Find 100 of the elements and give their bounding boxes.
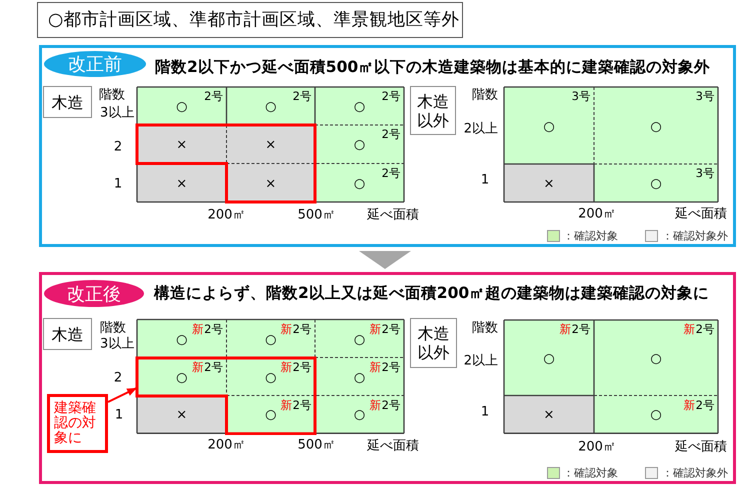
- tick-label: 200㎡: [208, 208, 246, 222]
- grid-cell: [137, 320, 226, 358]
- circle-symbol: ○: [354, 332, 366, 348]
- axis-title: 階数: [472, 320, 498, 336]
- circle-symbol: ○: [354, 100, 366, 115]
- clause-number: 2号: [204, 90, 224, 103]
- clause-number: 新2号: [370, 322, 401, 336]
- circle-symbol: ○: [265, 370, 276, 386]
- legend-label: ：確認対象外: [662, 230, 728, 242]
- grid-cell: [137, 87, 226, 125]
- grid-cell: [504, 87, 594, 164]
- clause-number: 新2号: [370, 398, 401, 412]
- clause-number: 新2号: [192, 360, 224, 374]
- clause-number: 3号: [572, 90, 591, 103]
- legend-label: ：確認対象: [563, 230, 618, 242]
- badge: 改正後: [44, 280, 144, 307]
- axis-title: 階数: [99, 88, 125, 102]
- panel-heading: 階数2以下かつ延べ面積500㎡以下の木造建築物は基本的に建築確認の対象外: [155, 58, 710, 76]
- circle-symbol: ○: [354, 370, 366, 386]
- clause-number: 新2号: [684, 323, 715, 336]
- circle-symbol: ○: [543, 119, 555, 134]
- category-box: 木造: [43, 318, 92, 350]
- grid-cell: [504, 320, 594, 396]
- axis-title: 延べ面積: [675, 206, 727, 222]
- grid-cell: [226, 320, 315, 358]
- title-box: ○都市計画区域、準都市計画区域、準景観地区等外: [37, 2, 463, 38]
- grid-cell: [315, 125, 404, 164]
- grid-cell: [315, 358, 404, 396]
- cross-symbol: ×: [544, 408, 554, 424]
- circle-symbol: ○: [650, 176, 662, 192]
- circle-symbol: ○: [354, 176, 366, 192]
- highlight-outline: [135, 123, 317, 204]
- grid-cell: [226, 87, 315, 125]
- grid-cell: [594, 320, 718, 396]
- circle-symbol: ○: [265, 332, 276, 348]
- circle-symbol: ○: [176, 370, 188, 386]
- panel: [39, 272, 736, 484]
- category-box: 木造以外: [410, 318, 457, 368]
- tick-label: 200㎡: [208, 438, 246, 452]
- panel-heading: 構造によらず、階数2以上又は延べ面積200㎡超の建築物は建築確認の対象に: [154, 284, 710, 302]
- clause-number: 2号: [292, 90, 312, 103]
- callout-box: 建築確認の対象に: [47, 394, 108, 453]
- tick-label: 500㎡: [298, 208, 336, 222]
- circle-symbol: ○: [265, 408, 276, 424]
- circle-symbol: ○: [354, 408, 366, 424]
- cross-symbol: ×: [265, 176, 276, 192]
- axis-title: 延べ面積: [675, 440, 727, 454]
- clause-number: 2号: [382, 128, 401, 141]
- axis-title: 階数: [100, 320, 126, 336]
- axis-title: 階数: [472, 88, 498, 102]
- cross-symbol: ×: [544, 176, 554, 192]
- grid-cell: [315, 396, 404, 434]
- clause-number: 新2号: [280, 360, 312, 374]
- grid-cell: [315, 87, 404, 125]
- row-label: 2以上: [464, 354, 498, 368]
- row-label: 1: [480, 404, 490, 420]
- row-label: 2: [114, 370, 122, 386]
- cross-symbol: ×: [176, 408, 188, 424]
- grid-cell: [315, 320, 404, 358]
- category-box: 木造: [43, 86, 92, 118]
- grid-cell: [315, 164, 404, 202]
- clause-number: 3号: [696, 90, 715, 103]
- badge: 改正前: [44, 51, 146, 77]
- down-arrow: [359, 251, 411, 269]
- grid-cell: [594, 164, 718, 202]
- cross-symbol: ×: [176, 138, 188, 153]
- grid-cell: [226, 358, 315, 396]
- grid-cell: [226, 125, 315, 164]
- clause-number: 新2号: [684, 398, 715, 412]
- legend-label: ：確認対象: [563, 466, 618, 480]
- circle-symbol: ○: [543, 351, 555, 366]
- circle-symbol: ○: [176, 100, 188, 115]
- clause-number: 2号: [382, 90, 401, 103]
- row-label: 1: [114, 408, 124, 422]
- clause-number: 新2号: [280, 398, 312, 412]
- cross-symbol: ×: [176, 176, 188, 192]
- clause-number: 新2号: [280, 322, 312, 336]
- circle-symbol: ○: [650, 119, 662, 134]
- grid-cell: [594, 396, 718, 434]
- circle-symbol: ○: [265, 100, 276, 115]
- circle-symbol: ○: [176, 332, 188, 348]
- panel: [39, 45, 736, 247]
- grid-cell: [504, 164, 594, 202]
- clause-number: 新2号: [560, 323, 591, 336]
- grid-cell: [226, 396, 315, 434]
- row-label: 3以上: [100, 336, 134, 352]
- category-box: 木造以外: [410, 86, 456, 135]
- tick-label: 200㎡: [578, 206, 616, 222]
- circle-symbol: ○: [650, 351, 662, 366]
- tick-label: 500㎡: [298, 438, 336, 452]
- clause-number: 新2号: [192, 322, 224, 336]
- row-label: 2以上: [464, 122, 498, 136]
- leader-arrow: [108, 386, 138, 403]
- row-label: 3以上: [100, 105, 134, 120]
- circle-symbol: ○: [650, 408, 662, 424]
- tick-label: 200㎡: [578, 440, 616, 454]
- axis-title: 延べ面積: [367, 438, 419, 454]
- clause-number: 新2号: [370, 360, 401, 374]
- legend-label: ：確認対象外: [662, 466, 728, 480]
- row-label: 1: [480, 172, 490, 188]
